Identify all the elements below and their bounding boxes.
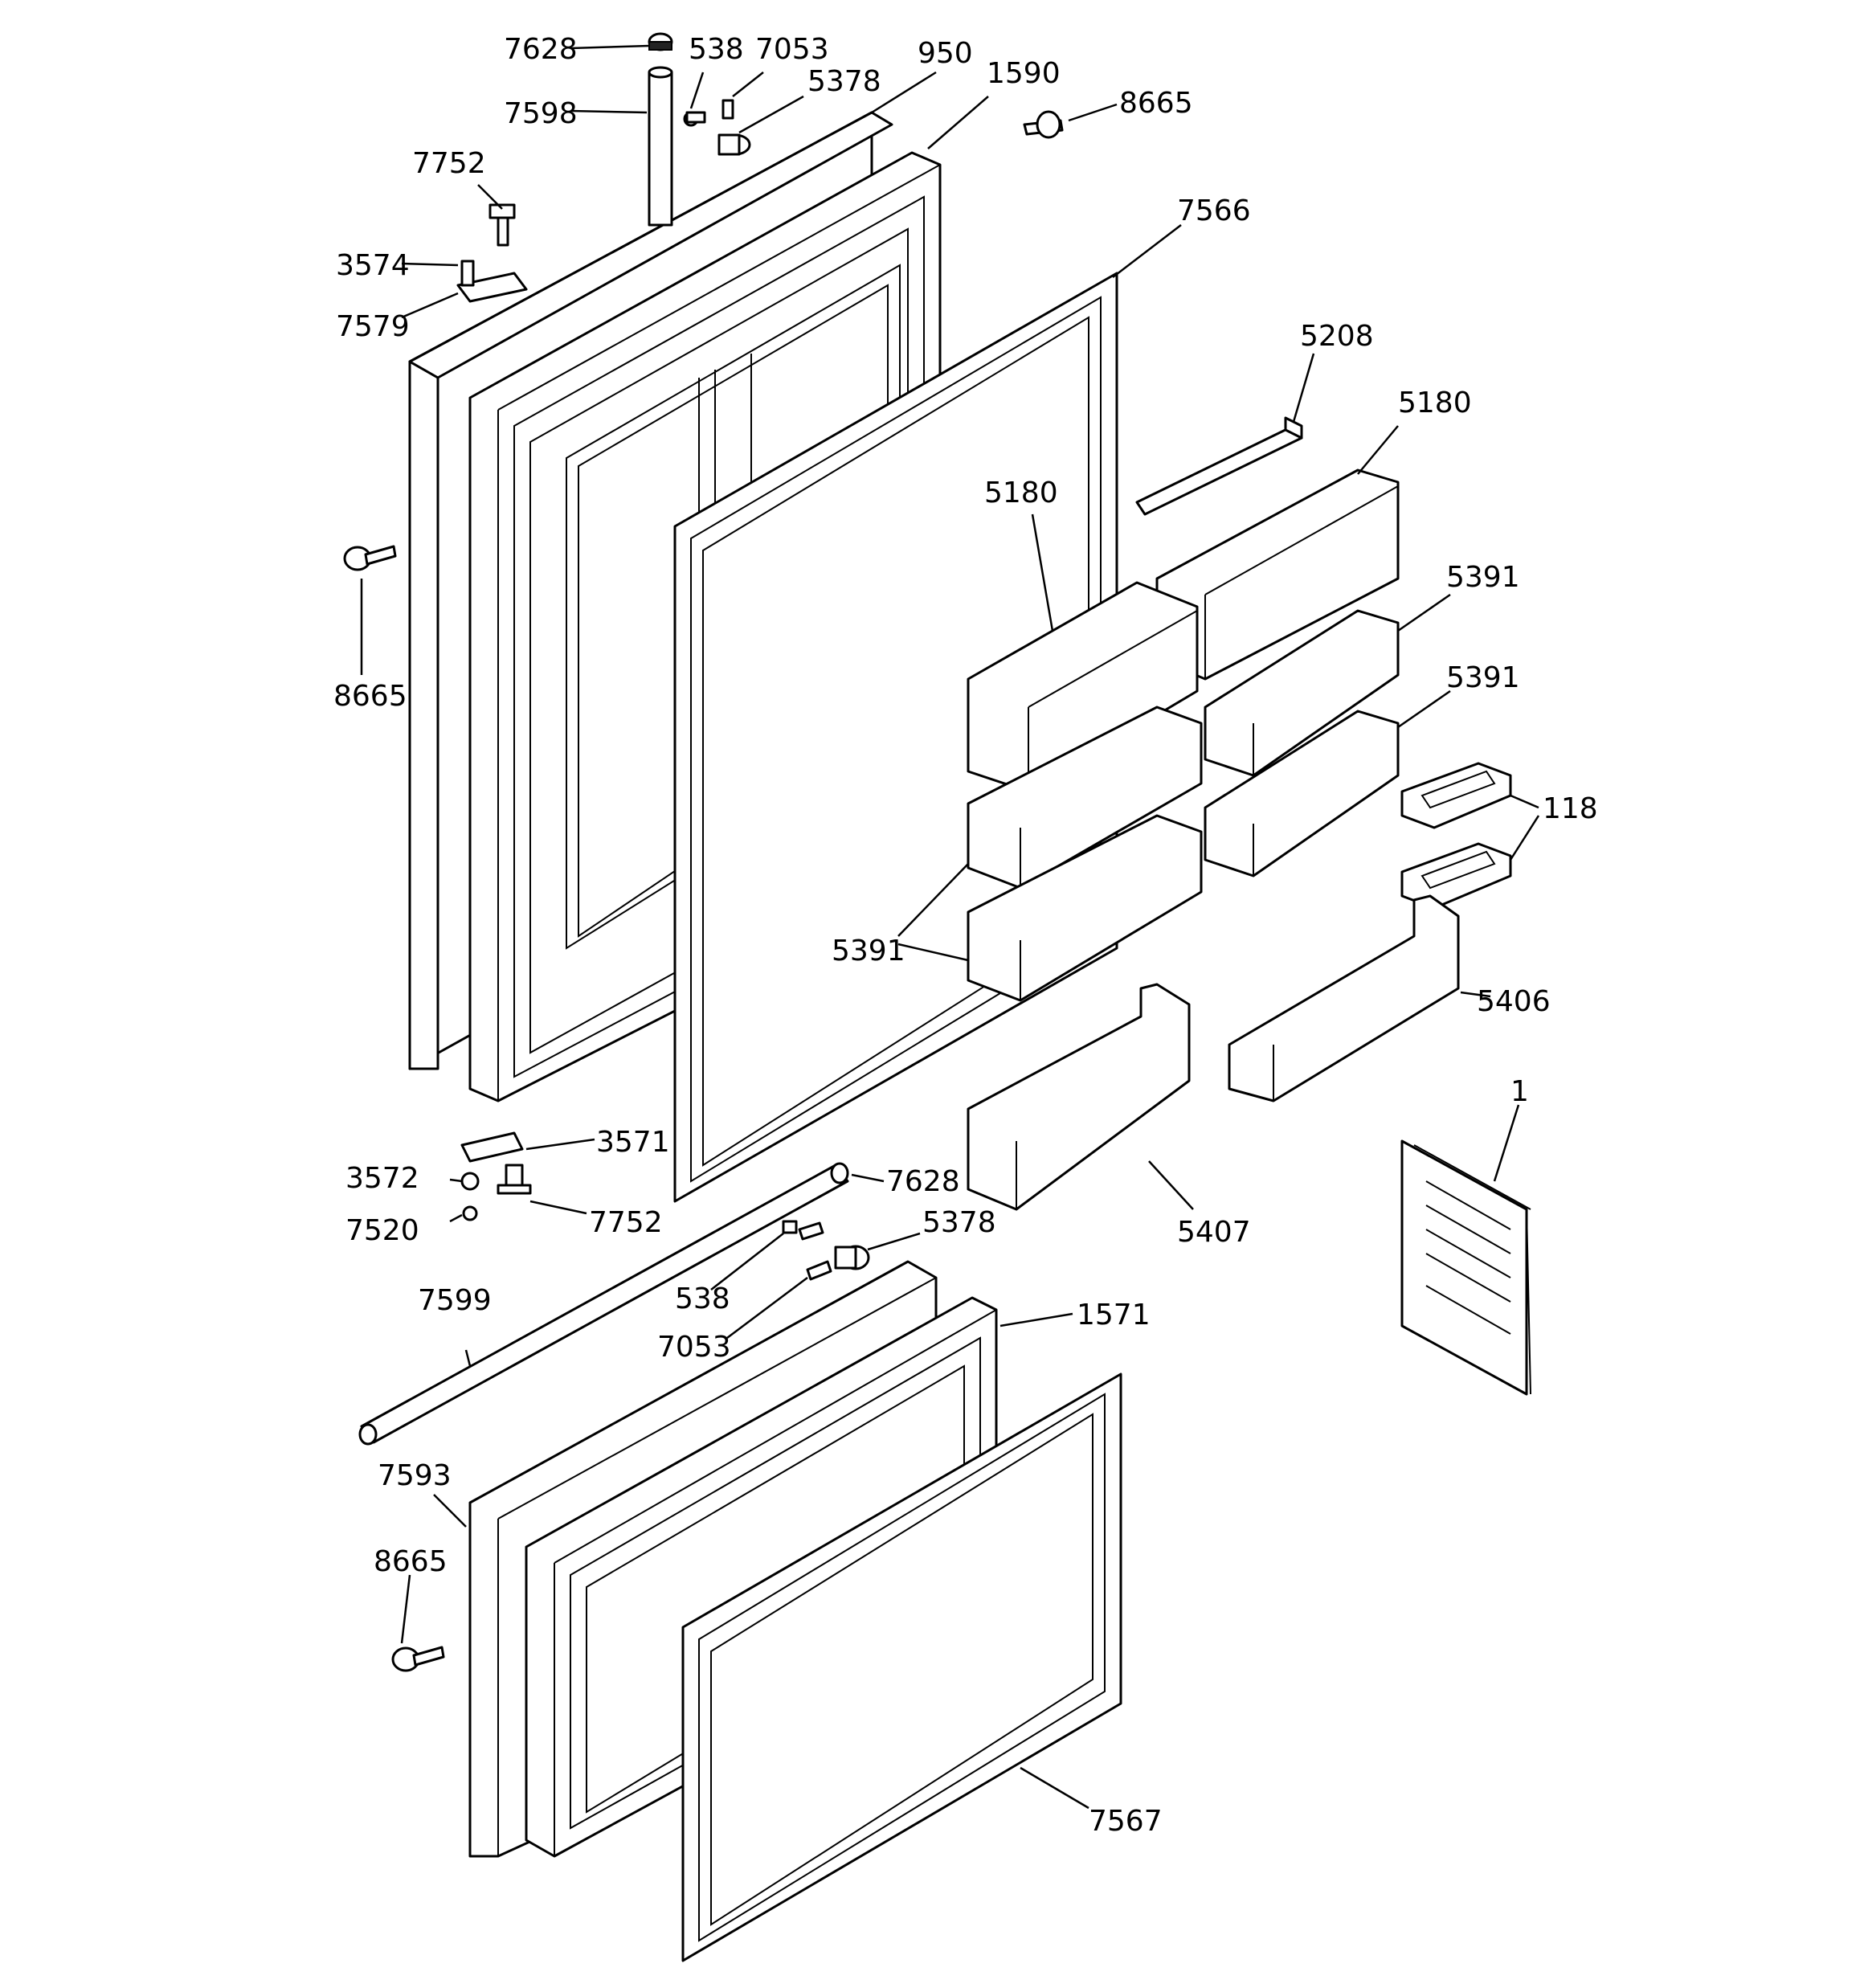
egg-tray-118-upper [1400,762,1512,829]
upper-hinge-pin [648,32,673,227]
owners-manual-1 [1400,1139,1531,1396]
screw-top-right [1023,110,1064,139]
callout-5378-top: 5378 [807,65,881,98]
door-bin-5391-left-a [967,706,1203,890]
screw-bottom-left [391,1646,445,1672]
callout-7567: 7567 [1089,1805,1163,1838]
door-bin-5391-middle-right [1204,710,1400,877]
callout-7566: 7566 [1177,194,1251,227]
callout-3571: 3571 [596,1126,670,1159]
callout-7579: 7579 [336,310,410,343]
callout-950: 950 [918,37,973,70]
lower-hinge-small-parts [782,1220,870,1281]
callout-7752-bottom: 7752 [589,1206,663,1239]
lower-hinge-pin-7599 [358,1162,849,1446]
freezer-door-gasket [681,1372,1122,1962]
callout-118: 118 [1543,792,1598,825]
door-bin-5391-left-b [967,814,1203,1002]
upper-hinge-hardware [456,99,751,303]
callout-5391-c: 5391 [832,935,905,967]
callout-5406: 5406 [1477,985,1551,1018]
door-bin-5406 [1228,894,1460,1102]
callout-7053-bottom: 7053 [657,1331,731,1364]
callout-3574: 3574 [336,249,410,282]
callout-8665-left: 8665 [333,680,407,713]
leader-lines [360,44,1540,1810]
callout-7599: 7599 [418,1284,492,1317]
callout-5391-a: 5391 [1446,561,1520,594]
callout-3572: 3572 [345,1162,419,1195]
callout-8665-top: 8665 [1119,87,1193,120]
callout-8665-bottom: 8665 [374,1545,448,1578]
callout-7628-top: 7628 [504,33,578,66]
callout-1571: 1571 [1077,1299,1151,1331]
callout-5407: 5407 [1177,1216,1251,1249]
callout-5208: 5208 [1300,320,1374,353]
callout-5180-right: 5180 [1398,387,1472,419]
callout-7520: 7520 [345,1214,419,1247]
callout-7752-top: 7752 [412,147,486,180]
dairy-compartment-5208 [1135,416,1303,516]
callout-5180-left: 5180 [984,477,1058,509]
lower-hinge-hardware [460,1131,532,1221]
door-bin-5407 [967,983,1191,1211]
callout-538-top: 538 [689,33,744,66]
callout-7598: 7598 [504,97,578,130]
egg-tray-118-lower [1400,842,1512,910]
callout-7593: 7593 [378,1459,452,1492]
callout-7053-top: 7053 [755,33,829,66]
callout-538-bottom: 538 [675,1282,730,1315]
callout-5391-b: 5391 [1446,661,1520,694]
callout-1: 1 [1510,1075,1529,1108]
door-bin-5391-upper-right [1204,609,1400,777]
screw-left [343,545,397,571]
callout-labels: 7628 538 7053 950 1590 7598 5378 8665 77… [333,33,1598,1838]
callout-5378-bottom: 5378 [922,1206,996,1239]
callout-7628-bottom: 7628 [886,1165,960,1198]
callout-1590: 1590 [987,57,1061,90]
